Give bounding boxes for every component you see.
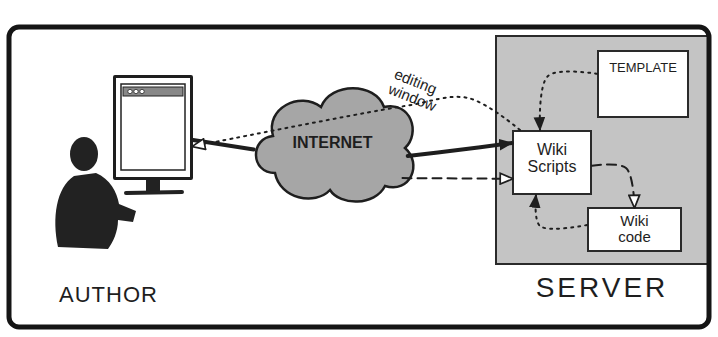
computer-monitor: AUTHOR — [113, 75, 193, 180]
node-label: Wiki Scripts — [517, 132, 587, 176]
server-box: SERVERTEMPLATEWiki ScriptsWiki code — [495, 35, 710, 265]
code-read-arrow — [536, 195, 587, 229]
window-button — [134, 89, 138, 93]
wiki-code-box: Wiki code — [587, 207, 682, 252]
window-button — [140, 89, 144, 93]
editing-window-arrow — [193, 97, 520, 147]
code-write-arrow — [592, 165, 635, 207]
window-button — [128, 89, 132, 93]
outer-frame — [9, 27, 709, 327]
template-arrow — [540, 71, 597, 130]
dashed-arrow — [403, 177, 513, 180]
template-box: TEMPLATE — [597, 50, 689, 118]
node-label: Wiki code — [607, 209, 662, 245]
node-label: TEMPLATE — [599, 52, 687, 75]
wiki-scripts-box: Wiki Scripts — [512, 130, 592, 195]
author-head — [70, 137, 98, 171]
monitor-base — [126, 192, 182, 193]
monitor-screen — [121, 84, 185, 170]
request-arrow — [408, 143, 512, 156]
author-body — [55, 173, 136, 249]
monitor-stand — [146, 180, 160, 191]
node-label: AUTHOR — [46, 283, 171, 306]
node-label: INTERNET — [245, 135, 420, 152]
thick-connection — [193, 140, 254, 149]
internet-cloud: INTERNET — [245, 78, 420, 208]
window-title-bar — [123, 87, 183, 96]
node-label: SERVER — [507, 273, 697, 302]
